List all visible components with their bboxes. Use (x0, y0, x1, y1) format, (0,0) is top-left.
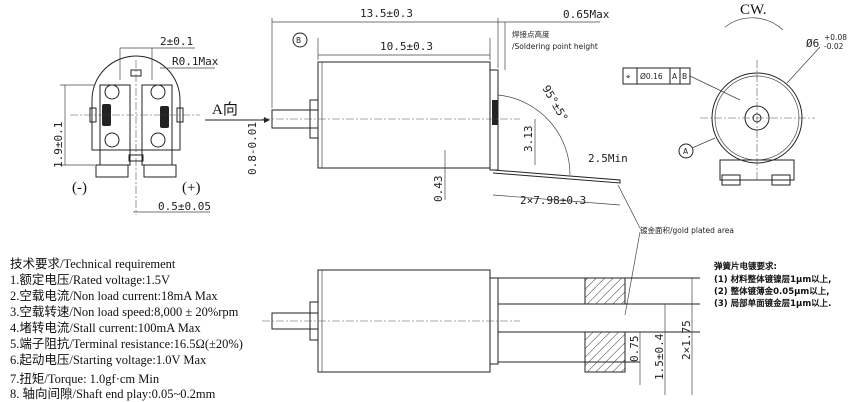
tolerance-upper: +0.08 (824, 33, 847, 42)
datum-a: A (683, 147, 689, 156)
dim-terminal-width: 0.5±0.05 (158, 200, 211, 213)
side-view: 13.5±0.3 10.5±0.3 0.65Max 焊接点高度 /Solderi… (246, 7, 734, 316)
bottom-view: 0.75 1.5±0.4 2×1.75 (262, 269, 700, 395)
dim-width: 2±0.1 (160, 35, 193, 48)
fcf-datum-b: B (682, 72, 687, 81)
plating-item: (3) 局部单面镀金层1μm以上. (714, 298, 831, 309)
technical-requirements: 技术要求/Technical requirement 1.额定电压/Rated … (10, 257, 243, 401)
dim-angle: 95°±5° (539, 83, 570, 124)
tolerance-lower: -0.02 (824, 42, 844, 51)
requirement-item: 8. 轴向间隙/Shaft end play:0.05~0.2mm (10, 386, 216, 401)
plating-title: 弹簧片电镀要求: (714, 261, 777, 272)
requirements-title: 技术要求/Technical requirement (10, 257, 176, 271)
dim-1-5: 1.5±0.4 (653, 333, 666, 380)
gold-area-upper (584, 277, 626, 305)
dim-shaft-diameter: 0.8-0.01 (246, 122, 259, 175)
dim-0-43: 0.43 (432, 176, 445, 203)
requirement-item: 6.起动电压/Starting voltage:1.0V Max (10, 353, 207, 367)
direction-label: A向 (212, 101, 238, 118)
feature-control-frame: ⌖ Ø0.16 A B (622, 67, 741, 101)
dim-solder-height: 0.65Max (563, 8, 610, 21)
dim-3-13: 3.13 (522, 126, 535, 153)
requirement-item: 4.堵转电流/Stall current:100mA Max (10, 320, 201, 335)
gold-area-lower (584, 331, 626, 373)
plating-item: (1) 材料整体镀镍层1μm以上, (714, 274, 831, 285)
end-view: 2±0.1 R0.1Max 1.9±0.1 (-) (+) 0.5±0.05 (52, 35, 219, 215)
requirement-item: 5.端子阻抗/Terminal resistance:16.5Ω(±20%) (10, 336, 243, 351)
dim-terminal-length: 2×7.98±0.3 (520, 194, 586, 207)
dim-2x1-75: 2×1.75 (680, 320, 693, 360)
dim-2-5-min: 2.5Min (588, 152, 628, 165)
solder-height-en: /Soldering point height (512, 42, 598, 51)
datum-b: B (296, 36, 301, 45)
plating-item: (2) 整体镀薄金0.05μm以上, (714, 286, 829, 297)
negative-terminal-label: (-) (72, 180, 87, 196)
requirement-item: 2.空载电流/Non load current:18mA Max (10, 289, 218, 303)
rotation-label: CW. (740, 2, 767, 18)
requirement-item: 1.额定电压/Rated voltage:1.5V (10, 272, 170, 287)
front-view: CW. Ø6 +0.08 -0.02 ⌖ Ø0.16 A B A (622, 2, 847, 186)
fcf-datum-a: A (672, 72, 678, 81)
dim-0-75: 0.75 (628, 336, 641, 363)
position-tolerance-icon: ⌖ (626, 72, 631, 81)
gold-plated-area-label: 镀金面积/gold plated area (640, 225, 734, 235)
dim-height: 1.9±0.1 (52, 122, 65, 168)
dim-overall-length: 13.5±0.3 (360, 7, 413, 20)
diameter-label: Ø6 (806, 37, 819, 50)
fcf-value: Ø0.16 (640, 72, 663, 81)
view-direction-arrow: A向 (205, 101, 270, 123)
requirement-item: 3.空载转速/Non load speed:8,000 ± 20%rpm (10, 304, 239, 319)
requirement-item: 7.扭矩/Torque: 1.0gf·cm Min (10, 372, 160, 386)
dim-radius: R0.1Max (172, 55, 219, 68)
solder-height-cn: 焊接点高度 (512, 29, 550, 39)
positive-terminal-label: (+) (182, 180, 200, 196)
dim-body-length: 10.5±0.3 (380, 40, 433, 53)
plating-notes: 弹簧片电镀要求: (1) 材料整体镀镍层1μm以上, (2) 整体镀薄金0.05… (714, 261, 831, 309)
